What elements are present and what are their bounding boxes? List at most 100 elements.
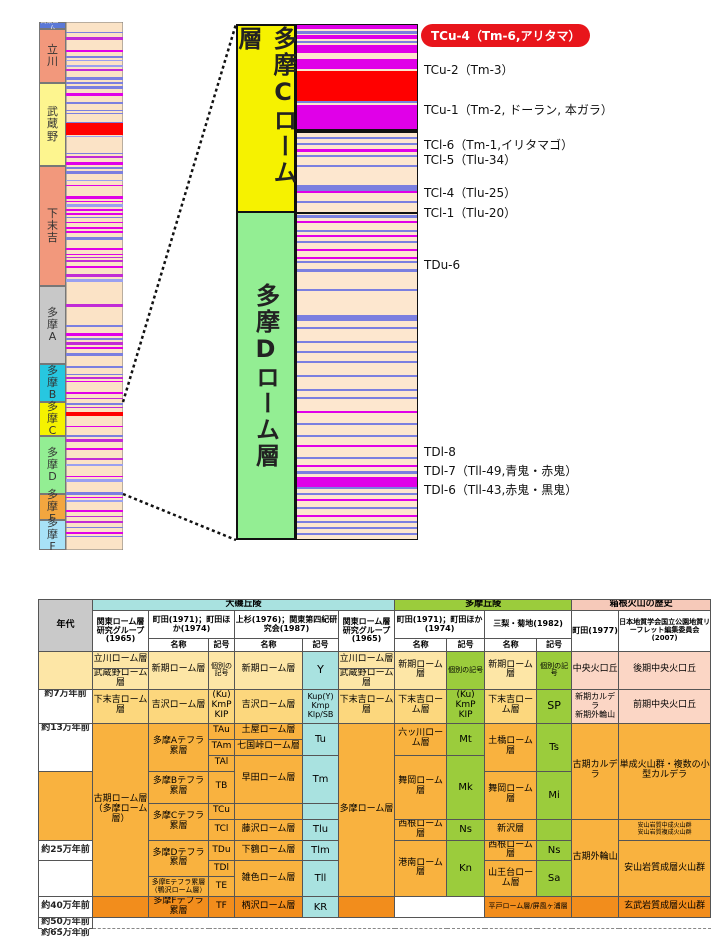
tephra-label-tdl8: TDl-8 <box>424 445 456 459</box>
hdr-sym4: 記号 <box>536 638 573 652</box>
zoom-band <box>297 143 417 145</box>
zoom-band <box>297 185 417 191</box>
zoom-band <box>297 165 417 167</box>
cell-m-tama-f: 多摩Fテフラ累層 <box>148 896 209 919</box>
zoom-band <box>297 241 417 243</box>
cell-k-sp: SP <box>536 688 573 724</box>
left-band <box>66 366 123 368</box>
cell-k-new: 新期ローム層 <box>484 651 538 690</box>
hdr-sym1: 記号 <box>208 638 235 652</box>
zoom-band <box>297 289 417 291</box>
hdr-machida1: 町田(1971)；町田ほか(1974) <box>148 610 235 639</box>
cell-m-tcu: TCu <box>208 802 235 820</box>
cell-t-musashino: 武蔵野ローム層 <box>337 668 396 690</box>
zoom-band <box>297 215 417 218</box>
cell-m-kichizawa: 吉沢ローム層 <box>148 688 209 724</box>
left-label-musashino: 武蔵野 <box>39 83 66 166</box>
left-band <box>66 521 123 523</box>
cell-g-single: 単成火山群・複数の小型カルデラ <box>618 722 712 820</box>
hdr-sym2: 記号 <box>302 638 339 652</box>
left-band <box>66 113 123 114</box>
zoom-band <box>297 527 417 529</box>
zoom-band <box>297 487 417 489</box>
left-band <box>66 500 123 502</box>
zoom-band <box>297 351 417 353</box>
cell-k-sa: Sa <box>536 860 573 898</box>
hdr-name2: 名称 <box>234 638 303 652</box>
cell-h-new-outer: 新期外輪山 <box>575 709 616 719</box>
tephra-label-tcl1: TCl-1（Tlu-20） <box>424 206 517 220</box>
zoom-band <box>297 257 417 259</box>
left-band <box>66 527 123 528</box>
cell-t2-kounan: 港南ローム層 <box>394 839 448 898</box>
cell-t2-new: 新期ローム層 <box>394 651 448 690</box>
zoom-band <box>297 471 417 474</box>
left-band <box>66 110 123 111</box>
cell-u-kmp: Kmp <box>311 700 330 710</box>
left-band <box>66 497 123 498</box>
cell-m-new: 新期ローム層 <box>148 651 209 690</box>
left-label-tama_d: 多摩D <box>39 436 66 494</box>
cell-g-andesite2: 安山岩質複成火山群 <box>637 828 692 836</box>
cell-u-hayata: 早田ローム層 <box>234 754 303 804</box>
zoom-band <box>297 397 417 399</box>
hdr-uesugi: 上杉(1976)；関東第四紀研究会(1987) <box>234 610 339 639</box>
cell-t2-kmp: KmP <box>455 700 476 711</box>
left-band <box>66 196 123 199</box>
zoom-band <box>297 249 417 251</box>
zoom-band <box>297 533 417 535</box>
zoom-band <box>297 423 417 425</box>
hdr-kanto-group: 関東ローム層研究グループ(1965) <box>92 610 149 652</box>
left-band <box>66 325 123 327</box>
zoom-band <box>297 31 417 34</box>
hdr-machida2: 町田(1971)；町田ほか(1974) <box>394 610 486 639</box>
zoom-band <box>297 101 417 103</box>
zoom-band <box>297 35 417 39</box>
cell-u-tlm: Tlm <box>302 839 339 862</box>
cell-t2-mt: Mt <box>446 722 486 756</box>
cell-k-hirado: 平戸ローム層/屏風ヶ浦層 <box>484 896 573 919</box>
left-band <box>66 227 123 229</box>
zoom-band <box>297 457 417 459</box>
left-band <box>66 185 123 186</box>
left-label-tama_f: 多摩F <box>39 516 66 553</box>
left-label-tama_c: 多摩C <box>39 400 66 437</box>
cell-u-nanakuni: 七国峠ローム層 <box>234 738 303 756</box>
connector-top <box>121 23 238 403</box>
tephra-label-tdl6: TDl-6（Tll-43,赤鬼・黒鬼） <box>424 483 578 497</box>
zoom-band <box>297 105 417 125</box>
cell-u-fujisawa: 藤沢ローム層 <box>234 818 303 841</box>
zoom-band <box>297 435 417 437</box>
zoom-band <box>297 493 417 495</box>
cell-t2-kobetsu: 個別の記号 <box>446 651 486 690</box>
cell-m-tdu: TDu <box>208 839 235 862</box>
cell-m-tama-c: 多摩Cテフラ累層 <box>148 802 209 841</box>
cell-g-late: 後期中央火口丘 <box>618 651 712 690</box>
zoom-band <box>297 212 417 214</box>
zoom-band <box>297 71 417 81</box>
cell-m-tama-e: 多摩Eテフラ累層（鴨沢ローム層） <box>148 876 209 898</box>
cell-k-maioka: 舞岡ローム層 <box>484 770 538 820</box>
left-band <box>66 209 123 211</box>
left-band <box>66 381 123 382</box>
left-band <box>66 304 123 307</box>
cell-g-andesite1: 安山岩質中成火山群 <box>637 822 692 830</box>
cell-m-te: TE <box>208 876 235 898</box>
zoom-band <box>297 235 417 237</box>
cell-k-mi: Mi <box>536 770 573 820</box>
left-band <box>66 248 123 250</box>
zoom-band <box>297 129 417 132</box>
cell-musashino: 武蔵野ローム層 <box>92 668 149 690</box>
zoom-band <box>297 155 417 157</box>
age-7: 約7万年前 <box>38 688 93 724</box>
cell-m-tama-a: 多摩Aテフラ累層 <box>148 722 209 772</box>
zoom-band-column <box>296 24 418 540</box>
zoom-band <box>297 53 417 59</box>
cell-m-tama-b: 多摩Bテフラ累層 <box>148 770 209 804</box>
cell-t2-mk: Mk <box>446 754 486 820</box>
zoom-band <box>297 125 417 129</box>
left-band <box>66 32 123 33</box>
tephra-label-tcl5: TCl-5（Tlu-34） <box>424 153 517 167</box>
zoom-band <box>297 191 417 193</box>
